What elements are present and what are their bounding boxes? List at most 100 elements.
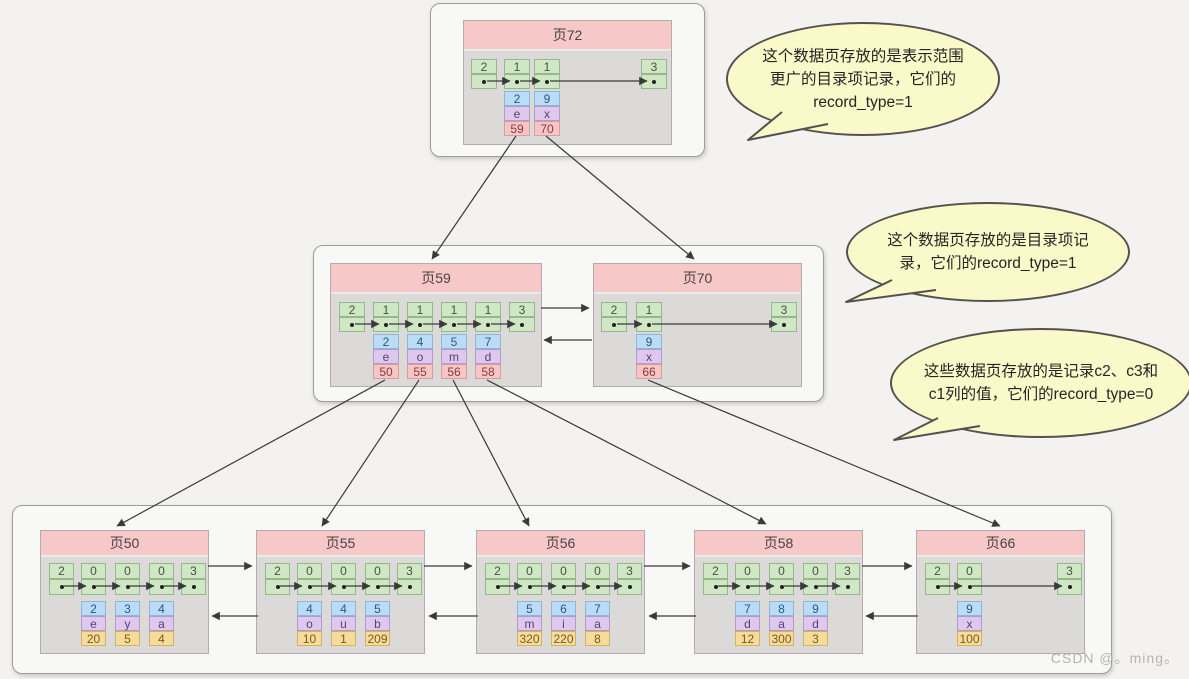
key-cell: 8 [769,601,794,616]
pointer-dot [341,585,346,589]
pointer-dot [595,585,600,589]
key-cell: 4 [407,334,433,349]
infimum-type-cell: 2 [265,563,290,579]
c1-value-cell: 10 [297,631,322,646]
key-cell: 7 [735,601,760,616]
next-record-pointer-cell [601,317,627,332]
pointer-dot [561,585,566,589]
next-record-pointer-cell [585,579,610,595]
record-type-cell: 1 [636,302,662,317]
record-type-cell: 0 [149,563,174,579]
c1-value-cell: 3 [803,631,828,646]
pointer-dot [545,79,549,84]
pointer-dot [125,585,130,589]
next-record-pointer-cell [1057,579,1082,595]
next-record-pointer-cell [297,579,322,595]
record-type-cell: 1 [534,59,560,74]
key-cell: 5 [517,601,542,616]
next-record-pointer-cell [769,579,794,595]
next-record-pointer-cell [407,317,433,332]
column-cell: y [115,616,140,631]
key-cell: 4 [297,601,322,616]
pointer-dot [1067,585,1072,589]
column-cell: x [957,616,982,631]
key-cell: 4 [331,601,356,616]
column-cell: m [441,349,467,364]
record-type-cell: 0 [585,563,610,579]
next-record-pointer-cell [149,579,174,595]
speech-bubble-leaf-pages: 这些数据页存放的是记录c2、c3和 c1列的值，它们的record_type=0 [890,328,1189,438]
bubble-line: c1列的值，它们的record_type=0 [928,386,1154,403]
next-record-pointer-cell [925,579,950,595]
child-page-number-cell: 58 [475,364,501,379]
infimum-type-cell: 2 [339,302,365,317]
c1-value-cell: 220 [551,631,576,646]
c1-value-cell: 300 [769,631,794,646]
next-record-pointer-cell [115,579,140,595]
record-type-cell: 1 [441,302,467,317]
child-page-number-cell: 59 [504,121,530,136]
next-record-pointer-cell [49,579,74,595]
page-title: 页72 [464,21,671,51]
supremum-type-cell: 3 [641,59,667,74]
record-type-cell: 0 [551,563,576,579]
next-record-pointer-cell [551,579,576,595]
column-cell: i [551,616,576,631]
next-record-pointer-cell [339,317,365,332]
next-record-pointer-cell [365,579,390,595]
key-cell: 9 [534,91,560,106]
key-cell: 6 [551,601,576,616]
speech-bubble-root-page: 这个数据页存放的是表示范围 更广的目录项记录，它们的 record_type=1 [726,22,1000,136]
infimum-type-cell: 2 [485,563,510,579]
next-record-pointer-cell [957,579,982,595]
pointer-dot [779,585,784,589]
next-record-pointer-cell [441,317,467,332]
next-record-pointer-cell [331,579,356,595]
pointer-dot [307,585,312,589]
column-cell: x [636,349,662,364]
column-cell: m [517,616,542,631]
pointer-dot [275,585,280,589]
column-cell: e [373,349,399,364]
next-record-pointer-cell [641,74,667,89]
pointer-dot [520,322,524,327]
next-record-pointer-cell [471,74,497,89]
column-cell: d [803,616,828,631]
record-type-cell: 1 [407,302,433,317]
pointer-dot [612,322,616,327]
infimum-type-cell: 2 [703,563,728,579]
record-type-cell: 0 [735,563,760,579]
pointer-dot [527,585,532,589]
page-title: 页55 [257,531,424,557]
column-cell: u [331,616,356,631]
child-page-number-cell: 55 [407,364,433,379]
c1-value-cell: 12 [735,631,760,646]
next-record-pointer-cell [703,579,728,595]
key-cell: 4 [149,601,174,616]
bubble-line: 更广的目录项记录，它们的 [769,70,956,88]
next-record-pointer-cell [617,579,642,595]
column-cell: a [585,616,610,631]
child-page-number-cell: 70 [534,121,560,136]
next-record-pointer-cell [735,579,760,595]
bubble-line: 这个数据页存放的是表示范围 [762,47,964,65]
c1-value-cell: 4 [149,631,174,646]
column-cell: a [769,616,794,631]
key-cell: 9 [957,601,982,616]
c1-value-cell: 100 [957,631,982,646]
pointer-dot [713,585,718,589]
column-cell: b [365,616,390,631]
record-type-cell: 0 [803,563,828,579]
speech-bubble-directory-pages: 这个数据页存放的是目录项记 录，它们的record_type=1 [846,202,1130,302]
key-cell: 7 [585,601,610,616]
child-page-number-cell: 50 [373,364,399,379]
c1-value-cell: 320 [517,631,542,646]
pointer-dot [845,585,850,589]
column-cell: e [504,106,530,121]
key-cell: 2 [81,601,106,616]
pointer-dot [813,585,818,589]
